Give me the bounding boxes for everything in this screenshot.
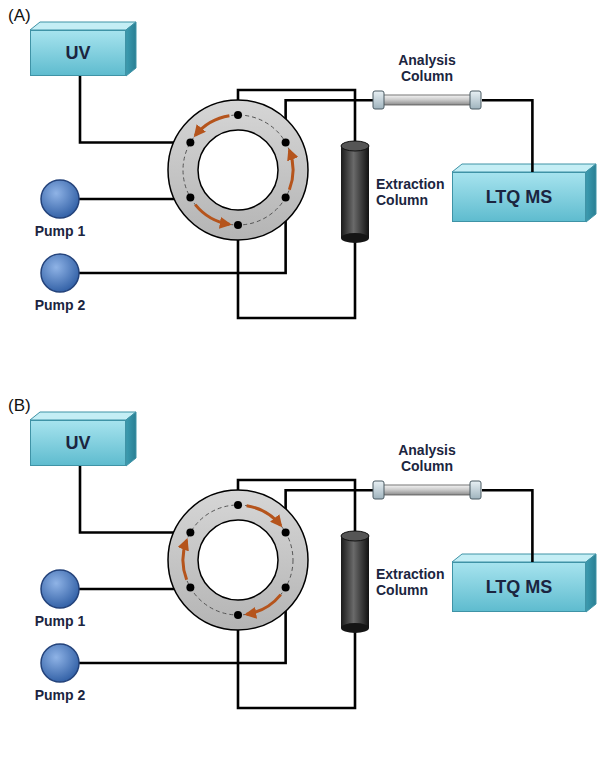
column-tube <box>372 90 482 110</box>
panel-label: (B) <box>8 396 31 416</box>
node-label: Analysis Column <box>390 442 464 474</box>
node-label: UV <box>65 433 90 454</box>
pump-circle <box>39 568 81 610</box>
node-label: Pump 1 <box>35 223 86 239</box>
pump-symbol: Pump 2 <box>25 252 95 313</box>
box-top-face <box>30 22 136 30</box>
instrument-box: UV <box>30 420 126 466</box>
node-label: Pump 2 <box>35 687 86 703</box>
column-cylinder <box>340 530 370 634</box>
node-label: Pump 2 <box>35 297 86 313</box>
node-label: Extraction Column <box>376 566 458 598</box>
pump-symbol: Pump 1 <box>25 568 95 629</box>
pump-circle <box>39 252 81 294</box>
extraction-column: Extraction Column <box>340 140 458 244</box>
node-label: UV <box>65 43 90 64</box>
tubing-connector <box>482 100 532 172</box>
switching-valve <box>168 100 308 240</box>
box-side-face <box>126 412 136 466</box>
node-label: Extraction Column <box>376 176 458 208</box>
pump-circle <box>39 642 81 684</box>
box-side-face <box>126 22 136 76</box>
column-cylinder <box>340 140 370 244</box>
node-label: Analysis Column <box>390 52 464 84</box>
pump-circle <box>39 178 81 220</box>
node-label: LTQ MS <box>486 187 553 208</box>
box-side-face <box>586 554 596 612</box>
instrument-box: UV <box>30 30 126 76</box>
tubing-line <box>80 466 190 533</box>
instrument-box: LTQ MS <box>452 562 586 612</box>
column-tube <box>372 480 482 500</box>
box-top-face <box>452 554 596 562</box>
tubing-connector <box>482 490 532 562</box>
node-label: LTQ MS <box>486 577 553 598</box>
tubing-line <box>238 225 355 318</box>
node-label: Pump 1 <box>35 613 86 629</box>
analysis-column: Analysis Column <box>372 52 482 110</box>
extraction-column: Extraction Column <box>340 530 458 634</box>
box-top-face <box>30 412 136 420</box>
instrument-box: LTQ MS <box>452 172 586 222</box>
box-top-face <box>452 164 596 172</box>
box-side-face <box>586 164 596 222</box>
panel-label: (A) <box>8 6 31 26</box>
switching-valve <box>168 490 308 630</box>
pump-symbol: Pump 2 <box>25 642 95 703</box>
tubing-line <box>238 615 355 708</box>
analysis-column: Analysis Column <box>372 442 482 500</box>
tubing-line <box>80 76 190 143</box>
pump-symbol: Pump 1 <box>25 178 95 239</box>
